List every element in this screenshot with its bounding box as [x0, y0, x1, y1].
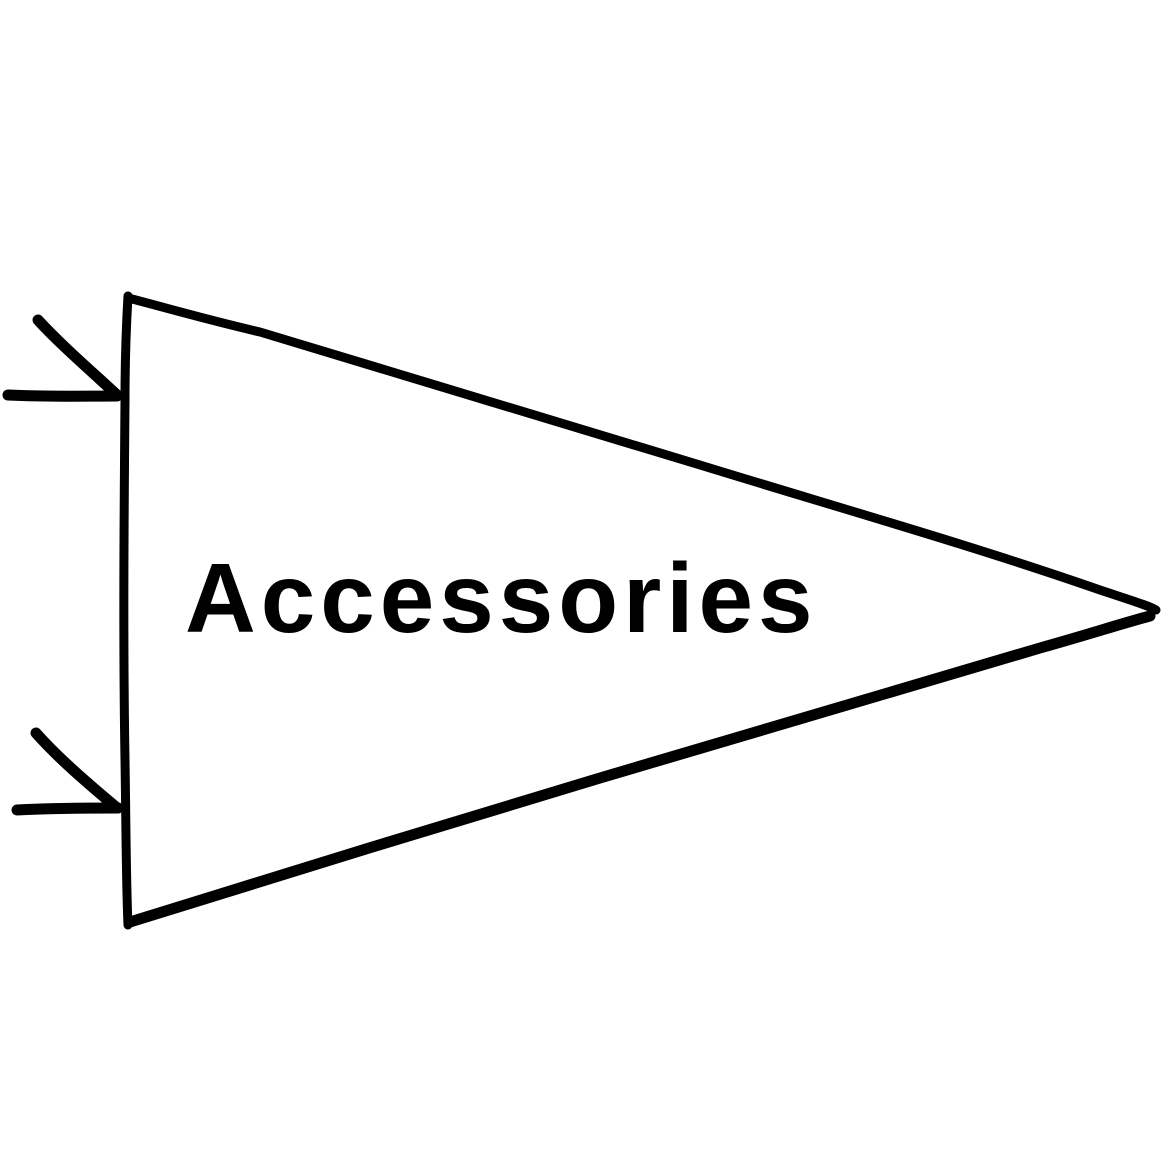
pennant-top-edge — [123, 293, 1161, 615]
pennant-label: Accessories — [185, 543, 818, 653]
motion-marks-upper — [2, 314, 123, 402]
pennant-bottom-edge — [124, 610, 1156, 928]
motion-mark-lower-horizontal — [11, 802, 124, 816]
motion-mark-lower-diagonal — [30, 727, 123, 814]
motion-mark-upper-horizontal — [2, 389, 123, 402]
motion-marks-lower — [11, 727, 124, 816]
pennant-left-edge — [119, 291, 133, 930]
pennant-flag — [119, 291, 1161, 930]
motion-mark-upper-diagonal — [32, 314, 123, 401]
